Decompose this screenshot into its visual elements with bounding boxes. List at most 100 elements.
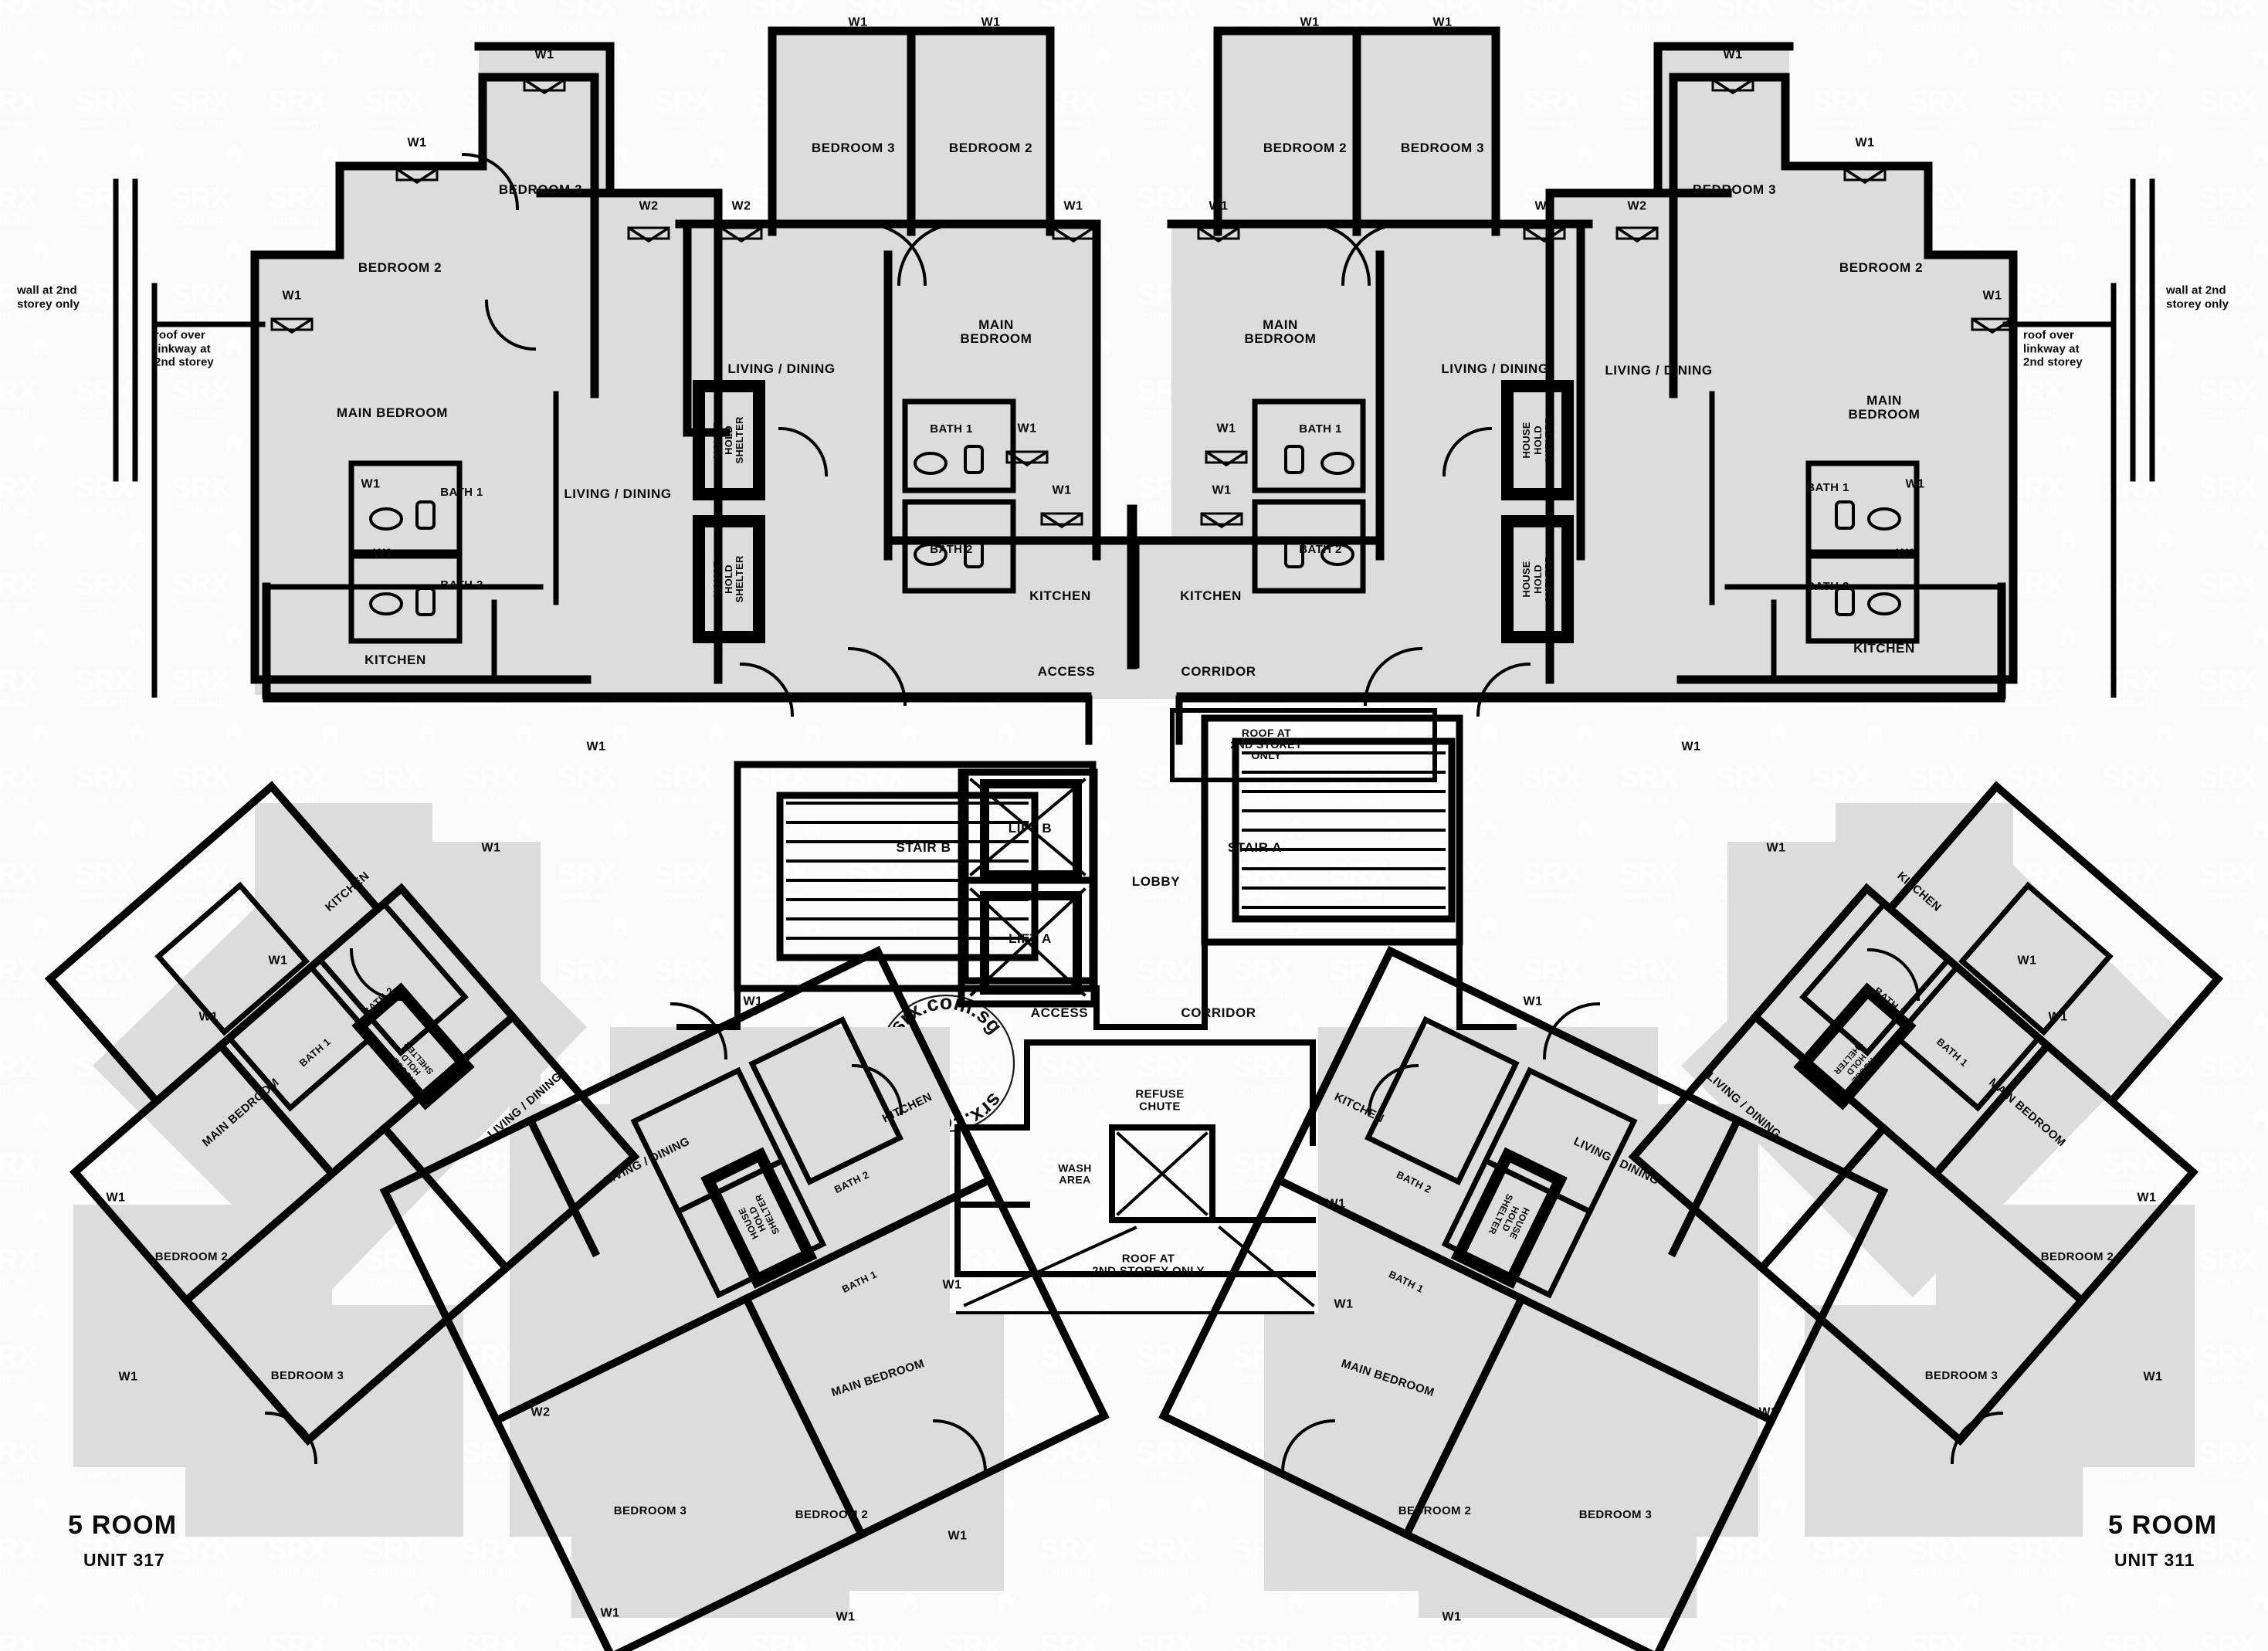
watermark-brand-text: SRX — [0, 86, 37, 118]
watermark-domain-text: .com.sg — [1428, 405, 1478, 420]
house-icon — [705, 624, 728, 647]
house-icon — [2249, 527, 2268, 551]
house-icon — [2153, 817, 2176, 840]
watermark-domain-text: .com.sg — [656, 985, 706, 999]
house-icon — [2153, 1300, 2176, 1323]
house-icon — [1284, 624, 1307, 647]
watermark-brand-text: SRX — [944, 472, 1002, 504]
watermark-brand-text: SRX — [171, 1051, 230, 1083]
watermark-brand-text: SRX — [0, 1630, 37, 1651]
house-icon — [802, 1300, 825, 1323]
watermark-domain-text: .com.sg — [1331, 1564, 1381, 1578]
watermark-brand-text: SRX — [1716, 1148, 1775, 1180]
house-icon — [609, 1010, 632, 1033]
watermark-domain-text: .com.sg — [656, 695, 706, 710]
watermark-domain-text: .com.sg — [173, 792, 223, 806]
house-icon — [898, 1493, 921, 1516]
watermark-domain-text: .com.sg — [0, 116, 30, 131]
house-icon — [1381, 1010, 1404, 1033]
watermark-brand-text: SRX — [268, 1630, 327, 1651]
house-icon — [1381, 914, 1404, 937]
watermark-brand-text: SRX — [268, 568, 327, 601]
watermark-domain-text: .com.sg — [1717, 405, 1768, 420]
watermark-domain-text: .com.sg — [2104, 116, 2154, 131]
watermark-domain-text: .com.sg — [1042, 888, 1092, 903]
window-label: W1 — [2017, 954, 2037, 968]
watermark-brand-text: SRX — [364, 761, 423, 794]
watermark-brand-text: SRX — [2199, 1437, 2257, 1470]
watermark-domain-text: .com.sg — [173, 598, 223, 613]
watermark-brand-text: SRX — [654, 858, 713, 890]
house-icon — [1574, 238, 1597, 261]
watermark-domain-text: .com.sg — [76, 19, 127, 34]
watermark-domain-text: .com.sg — [656, 792, 706, 806]
watermark-domain-text: .com.sg — [559, 1467, 609, 1482]
watermark-brand-text: SRX — [1426, 858, 1485, 890]
house-icon — [1960, 914, 1983, 937]
house-icon — [126, 334, 149, 358]
house-icon — [1863, 1396, 1887, 1419]
watermark-domain-text: .com.sg — [945, 502, 995, 517]
house-icon — [1381, 238, 1404, 261]
watermark-domain-text: .com.sg — [173, 405, 223, 420]
house-icon — [2153, 1589, 2176, 1612]
watermark-brand-text: SRX — [461, 761, 520, 794]
watermark-domain-text: .com.sg — [1235, 1564, 1285, 1578]
watermark-brand-text: SRX — [364, 1148, 423, 1180]
house-icon — [1960, 1010, 1983, 1033]
watermark-domain-text: .com.sg — [2007, 1564, 2057, 1578]
watermark-brand-text: SRX — [461, 375, 520, 408]
window-label: W1 — [2137, 1191, 2157, 1205]
watermark-domain-text: .com.sg — [1524, 792, 1575, 806]
room-label-bedroom-2: BEDROOM 2 — [358, 260, 442, 276]
house-icon — [29, 527, 53, 551]
watermark-brand-text: SRX — [1619, 1630, 1678, 1651]
watermark-brand-text: SRX — [751, 1630, 809, 1651]
house-icon — [1091, 1396, 1114, 1419]
watermark-domain-text: .com.sg — [1717, 116, 1768, 131]
room-label-living-dining: LIVING / DINING — [1605, 363, 1713, 378]
house-icon — [1477, 914, 1500, 937]
house-icon — [995, 527, 1018, 551]
watermark-domain-text: .com.sg — [1814, 502, 1864, 517]
watermark-brand-text: SRX — [0, 1534, 37, 1566]
watermark-domain-text: .com.sg — [849, 405, 899, 420]
room-label-bedroom-3: BEDROOM 3 — [498, 182, 583, 198]
watermark-domain-text: .com.sg — [1428, 598, 1478, 613]
house-icon — [29, 720, 53, 744]
watermark-domain-text: .com.sg — [173, 1371, 223, 1385]
watermark-domain-text: .com.sg — [1235, 1467, 1285, 1482]
room-label-bath-2: BATH 2 — [360, 985, 396, 1019]
watermark-domain-text: .com.sg — [1910, 792, 1961, 806]
house-icon — [802, 817, 825, 840]
watermark-domain-text: .com.sg — [849, 888, 899, 903]
house-icon — [705, 1300, 728, 1323]
house-icon — [222, 1010, 246, 1033]
watermark-domain-text: .com.sg — [463, 1274, 513, 1289]
watermark-domain-text: .com.sg — [1138, 309, 1188, 324]
watermark-domain-text: .com.sg — [1910, 502, 1961, 517]
room-label-main-bedroom: MAIN BEDROOM — [336, 405, 449, 421]
watermark-domain-text: .com.sg — [2104, 598, 2154, 613]
window-label: W1 — [836, 1610, 856, 1624]
watermark-domain-text: .com.sg — [2007, 598, 2057, 613]
house-icon — [222, 45, 246, 68]
house-icon — [222, 1396, 246, 1419]
watermark-brand-text: SRX — [1137, 86, 1195, 118]
house-icon — [1767, 45, 1790, 68]
house-icon — [898, 720, 921, 744]
house-icon — [1960, 334, 1983, 358]
watermark-domain-text: .com.sg — [2200, 1081, 2250, 1096]
watermark-domain-text: .com.sg — [1717, 309, 1768, 324]
room-label-kitchen: KITCHEN — [1180, 588, 1242, 604]
watermark-domain-text: .com.sg — [1042, 792, 1092, 806]
watermark-domain-text: .com.sg — [1042, 116, 1092, 131]
watermark-domain-text: .com.sg — [76, 212, 127, 227]
watermark-brand-text: SRX — [944, 1051, 1002, 1083]
house-icon — [1670, 527, 1693, 551]
window-label: W1 — [1209, 199, 1229, 213]
watermark-brand-text: SRX — [558, 954, 616, 987]
watermark-domain-text: .com.sg — [752, 19, 802, 34]
watermark-brand-text: SRX — [2005, 1630, 2064, 1651]
